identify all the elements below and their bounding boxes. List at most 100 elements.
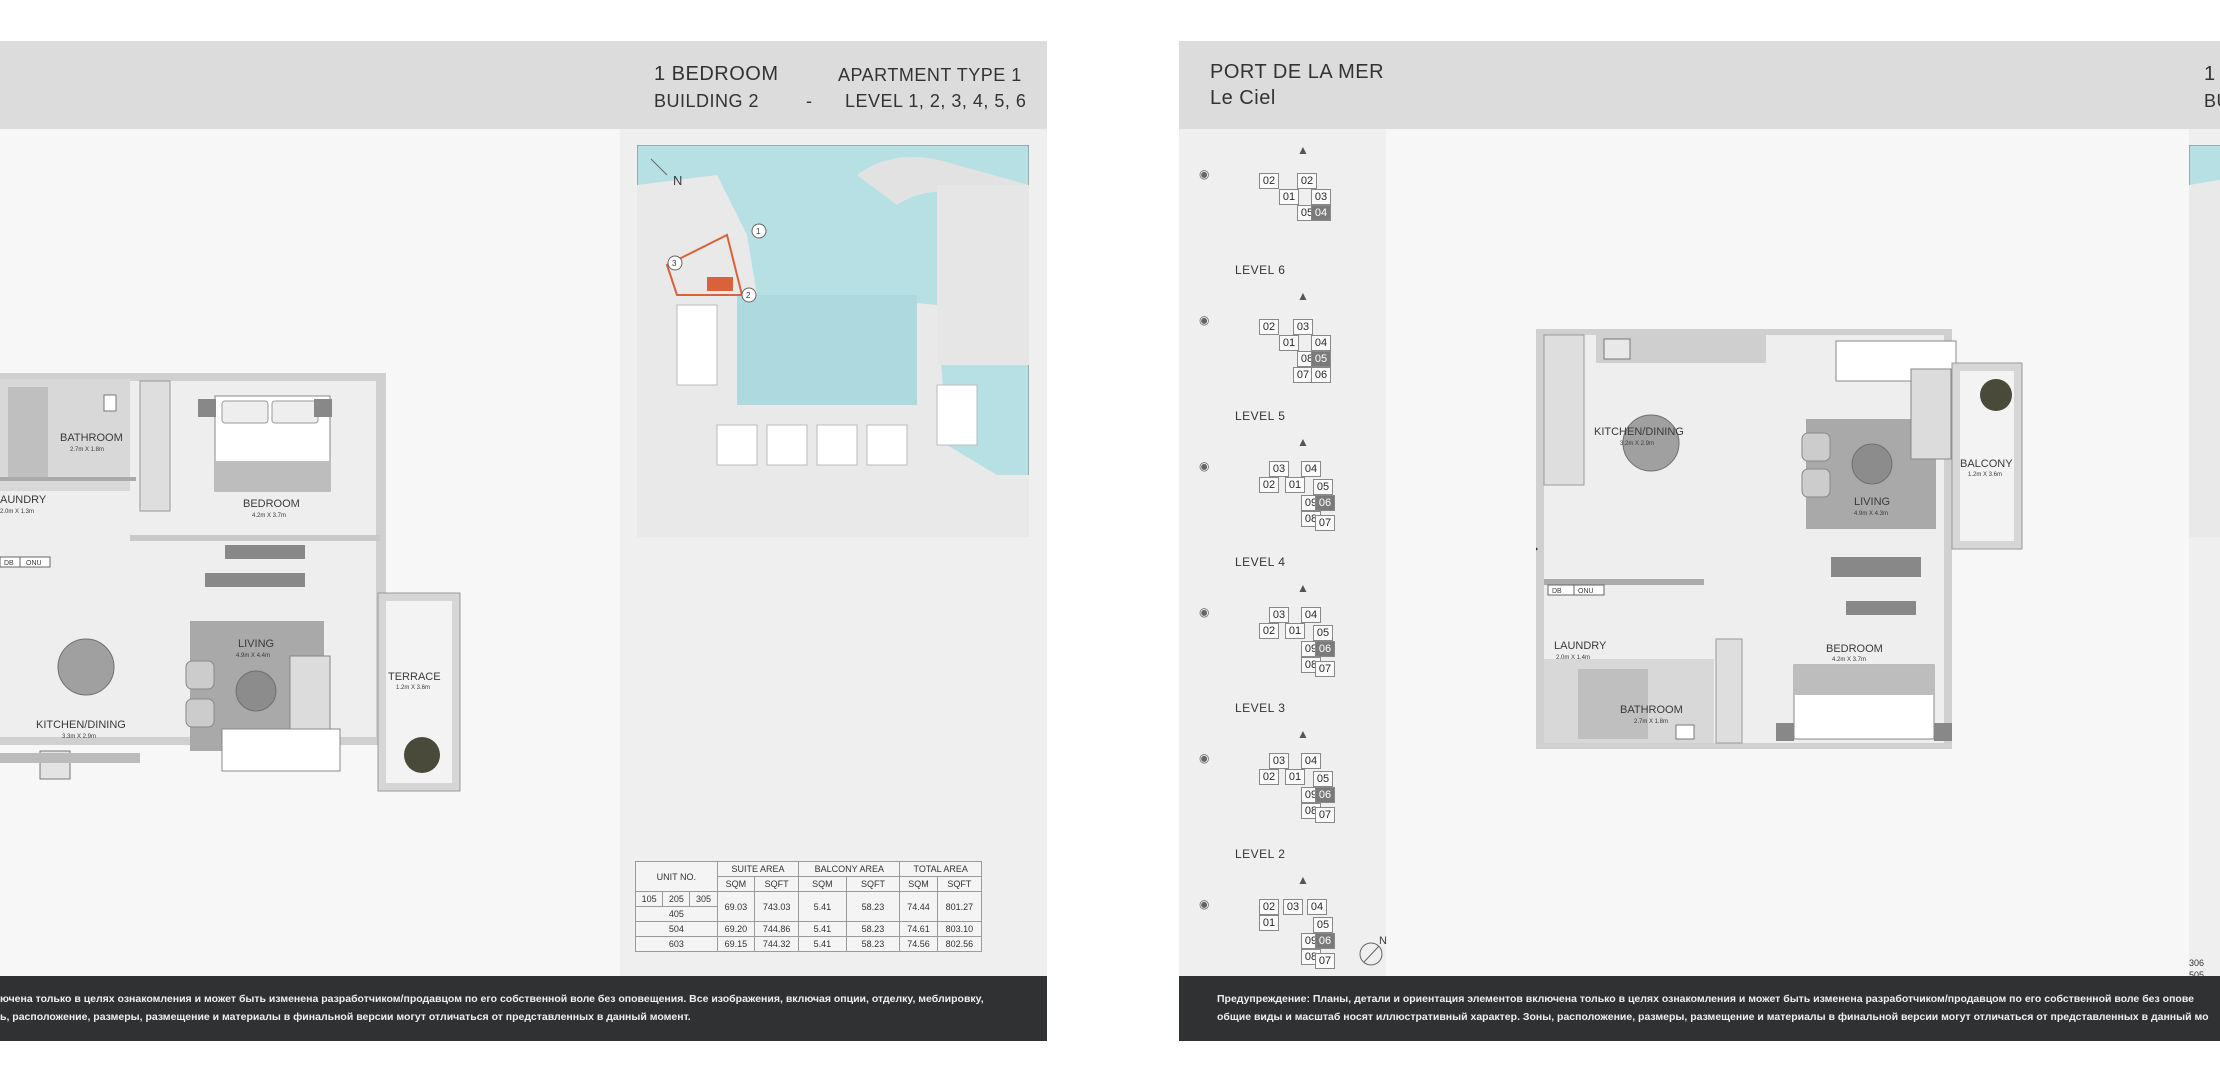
unit-cell: 02 xyxy=(1259,173,1279,189)
nightstand-left xyxy=(1776,723,1794,741)
armchair-1 xyxy=(1801,432,1831,462)
site-map-cut xyxy=(2189,145,2220,537)
disclaimer-line-1: ючена только в целях ознакомления и може… xyxy=(0,993,984,1005)
unit-cell: 03 xyxy=(1293,319,1313,335)
level-name: LEVEL 2 xyxy=(1235,847,1286,861)
floorplan-page-right: PORT DE LA MER Le Ciel 1 BU ▲◉0202010305… xyxy=(1179,41,2220,1041)
label-balcony-dim: 1.2m X 3.6m xyxy=(1968,472,2002,478)
label-kitchen: KITCHEN/DINING xyxy=(1594,426,1684,438)
label-bathroom: BATHROOM xyxy=(60,432,123,444)
unit-cell: 06 xyxy=(1311,367,1331,383)
unit-cell: 04 xyxy=(1301,753,1321,769)
unit-cell: 01 xyxy=(1285,769,1305,785)
disclaimer-line-1: Предупреждение: Планы, детали и ориентац… xyxy=(1217,993,2194,1005)
area-table-cut: 306 505 xyxy=(2189,957,2204,981)
bed-blanket xyxy=(215,461,330,491)
label-balcony: BALCONY xyxy=(1960,458,2013,470)
label-living: LIVING xyxy=(238,638,274,650)
unit-cell: 03 xyxy=(1269,461,1289,477)
level-name: LEVEL 6 xyxy=(1235,263,1286,277)
total-sqm: 74.61 xyxy=(899,921,938,937)
unit-cell: 205 xyxy=(662,891,691,907)
marker-2 xyxy=(741,287,757,303)
building-name: Le Ciel xyxy=(1210,87,1276,109)
balcony-sqft: 58.23 xyxy=(845,936,901,952)
nightstand-right xyxy=(1934,723,1952,741)
unit-cell: 04 xyxy=(1301,461,1321,477)
dining-table xyxy=(57,638,115,696)
unit-cell: 04 xyxy=(1301,607,1321,623)
label-onu: ONU xyxy=(1578,588,1594,595)
page-header: 1 BEDROOM APARTMENT TYPE 1 BUILDING 2 - … xyxy=(0,41,1047,129)
boat-icon: ▲ xyxy=(1297,435,1309,449)
disclaimer-line-2: общие виды и масштаб носят иллюстративны… xyxy=(1217,1011,2209,1023)
view-icon: ◉ xyxy=(1199,751,1210,765)
label-bedroom-dim: 4.2m X 3.7m xyxy=(1832,657,1866,663)
unit-cell: 305 xyxy=(689,891,718,907)
suite-sqm: 69.15 xyxy=(716,936,756,952)
kitchen-counter xyxy=(1543,334,1585,486)
highlighted-building xyxy=(707,277,733,291)
unit-cell: 01 xyxy=(1279,189,1299,205)
pillow-right xyxy=(271,400,319,424)
floorplan-page-left: 1 BEDROOM APARTMENT TYPE 1 BUILDING 2 - … xyxy=(0,41,1047,1041)
label-bedroom: BEDROOM xyxy=(243,498,300,510)
suite-sqm: 69.20 xyxy=(716,921,756,937)
label-living-dim: 4.9m X 4.3m xyxy=(1854,511,1888,517)
view-icon: ◉ xyxy=(1199,605,1210,619)
coffee-table xyxy=(1851,443,1893,485)
tv-unit-lower xyxy=(205,573,305,587)
unit-cell: 06 xyxy=(1315,787,1335,803)
unit-cell: 01 xyxy=(1285,477,1305,493)
th-total-area: TOTAL AREA xyxy=(899,861,982,877)
view-icon: ◉ xyxy=(1199,313,1210,327)
level-name: LEVEL 4 xyxy=(1235,555,1286,569)
chaise xyxy=(289,655,331,737)
sink xyxy=(103,394,117,412)
unit-cell: 05 xyxy=(1311,351,1331,367)
table-row: 105 205 305 69.03 743.03 5.41 58.23 74.4… xyxy=(634,891,983,922)
nightstand-left xyxy=(198,399,216,417)
building-block-5 xyxy=(866,424,908,466)
label-bathroom-dim: 2.7m X 1.8m xyxy=(70,447,104,453)
title-cut-1: 1 xyxy=(2204,63,2216,85)
chaise xyxy=(1910,368,1952,460)
disclaimer-footer: ючена только в целях ознакомления и може… xyxy=(0,976,1047,1041)
building-block-3 xyxy=(766,424,808,466)
unit-cell: 405 xyxy=(635,906,718,922)
label-laundry-dim: 2.0m X 1.4m xyxy=(1556,655,1590,661)
unit-cell: 03 xyxy=(1269,753,1289,769)
marker-3-label: 3 xyxy=(672,259,677,268)
label-bedroom-dim: 4.2m X 3.7m xyxy=(252,513,286,519)
label-laundry: AUNDRY xyxy=(0,494,47,506)
unit-cell: 04 xyxy=(1311,205,1331,221)
label-laundry: LAUNDRY xyxy=(1554,640,1607,652)
title-cut-2: BU xyxy=(2204,91,2220,111)
kitchen-counter xyxy=(0,753,140,763)
site-map: N 1 2 3 xyxy=(637,145,1029,537)
suite-sqm: 69.03 xyxy=(716,891,756,922)
boat-icon: ▲ xyxy=(1297,581,1309,595)
pillow-left xyxy=(221,400,269,424)
unit-cell: 06 xyxy=(1315,933,1335,949)
level-name: LEVEL 3 xyxy=(1235,701,1286,715)
title-building: BUILDING 2 xyxy=(654,91,760,111)
th-suite-area: SUITE AREA xyxy=(716,861,800,877)
map-north: N xyxy=(673,173,682,188)
label-terrace-dim: 1.2m X 3.6m xyxy=(396,685,430,691)
label-bedroom: BEDROOM xyxy=(1826,643,1883,655)
label-kitchen-dim: 3.3m X 2.9m xyxy=(62,734,96,740)
balcony-sqm: 5.41 xyxy=(798,936,847,952)
armchair-2 xyxy=(1801,468,1831,498)
armchair-2 xyxy=(185,698,215,728)
unit-cell: 02 xyxy=(1259,623,1279,639)
unit-cell: 02 xyxy=(1259,769,1279,785)
wardrobe xyxy=(1715,638,1743,744)
unit-cell: 01 xyxy=(1259,915,1279,931)
unit-cell: 505 xyxy=(2189,970,2205,980)
levels-panel xyxy=(1179,129,1386,976)
